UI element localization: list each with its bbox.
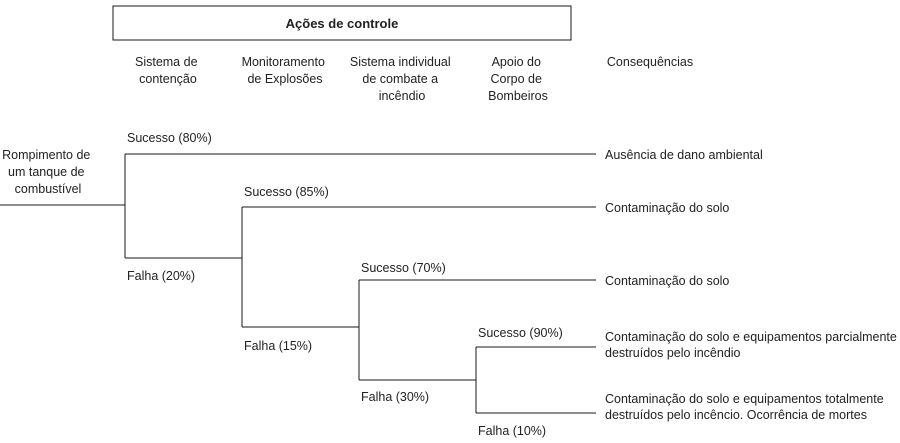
column-header-consequences: Consequências: [607, 55, 693, 69]
title-text: Ações de controle: [286, 16, 399, 31]
column-header-fire-department: Apoio do Corpo de Bombeiros: [488, 55, 548, 103]
column-header-individual-firefighting: Sistema individual de combate a incêndio: [350, 55, 454, 103]
consequence-5: Contaminação do solo e equipamentos tota…: [605, 392, 887, 422]
branch-label-monitoring-failure: Falha (15%): [244, 339, 312, 353]
column-header-explosion-monitoring: Monitoramento de Explosões: [242, 55, 329, 86]
branch-label-firefight-success: Sucesso (70%): [361, 261, 446, 275]
consequence-3: Contaminação do solo: [605, 274, 729, 288]
consequence-2: Contaminação do solo: [605, 201, 729, 215]
title-box: [112, 5, 572, 41]
branch-label-containment-failure: Falha (20%): [127, 269, 195, 283]
initiating-event-label: Rompimento de um tanque de combustível: [2, 148, 94, 196]
branch-label-firedept-failure: Falha (10%): [478, 424, 546, 438]
branch-label-firefight-failure: Falha (30%): [361, 390, 429, 404]
consequence-1: Ausência de dano ambiental: [605, 148, 763, 162]
branch-label-firedept-success: Sucesso (90%): [478, 326, 563, 340]
branch-label-containment-success: Sucesso (80%): [127, 131, 212, 145]
branch-label-monitoring-success: Sucesso (85%): [244, 185, 329, 199]
consequence-4: Contaminação do solo e equipamentos parc…: [605, 330, 900, 360]
column-header-containment: Sistema de contenção: [135, 55, 201, 86]
